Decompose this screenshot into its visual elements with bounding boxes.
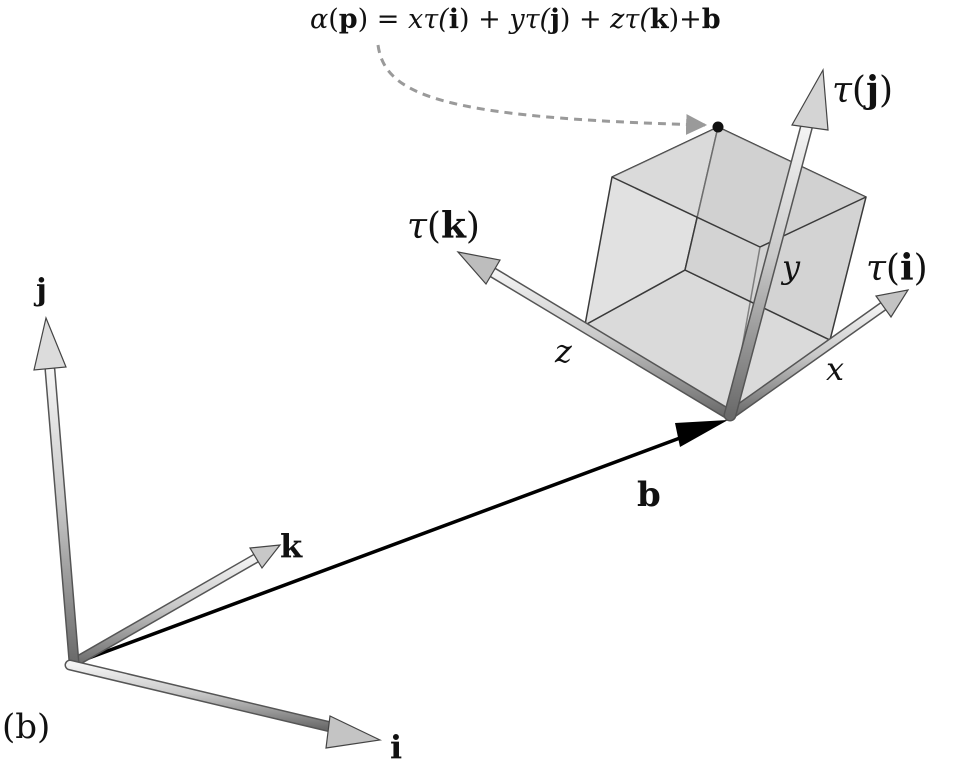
- world-axis-j-arrow: [33, 316, 80, 668]
- formula-leader-arrow: [376, 44, 708, 135]
- tau-i-label: τ(i): [866, 247, 928, 289]
- cube-face-top: [612, 127, 866, 247]
- coord-y-label: y: [780, 248, 801, 286]
- cube-edge: [611, 176, 761, 248]
- world-i-label: i: [390, 728, 402, 761]
- tau-k-label: τ(k): [407, 205, 480, 247]
- coord-x-label: x: [826, 350, 844, 388]
- tau-j-arrow: [723, 68, 829, 422]
- point-alpha-p: [712, 121, 724, 133]
- world-k-label: k: [280, 527, 303, 565]
- translation-vector-b: [69, 420, 728, 667]
- world-axis-i-arrow: [64, 659, 383, 749]
- tau-j-label: τ(j): [832, 69, 893, 111]
- panel-label: (b): [2, 707, 50, 747]
- coord-z-label: z: [554, 332, 573, 370]
- translation-b-label: b: [637, 475, 661, 515]
- world-j-label: j: [33, 273, 47, 308]
- unit-cube: [583, 121, 867, 416]
- tau-i-arrow: [725, 289, 910, 420]
- tau-k-arrow: [456, 251, 736, 421]
- world-axis-k-arrow: [65, 544, 282, 670]
- formula-alpha-p: α(p) = xτ(i) + yτ(j) + zτ(k)+b: [310, 4, 721, 35]
